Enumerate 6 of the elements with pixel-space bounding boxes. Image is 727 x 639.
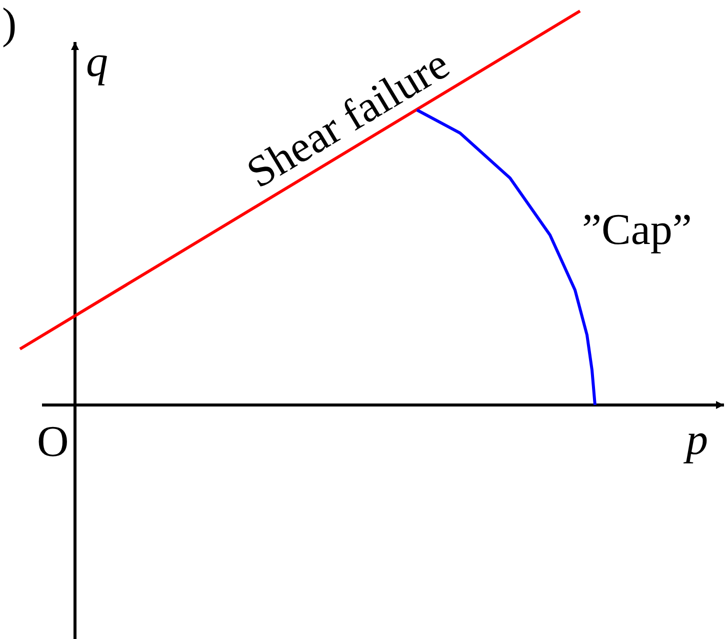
panel-label: ) — [2, 2, 17, 46]
axis-label: q — [86, 40, 108, 84]
axis-label: p — [686, 418, 708, 462]
curve-label: ”Cap” — [582, 208, 692, 252]
origin-label: O — [37, 420, 69, 464]
line-label: Shear failure — [240, 42, 456, 196]
